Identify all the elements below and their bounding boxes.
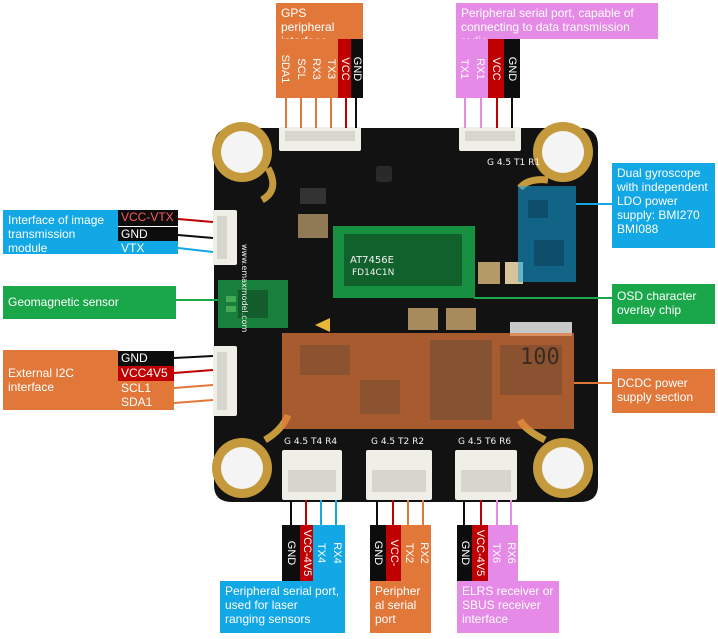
serial-pin-gnd: GND — [370, 525, 386, 581]
serial-pin-vcc: VCC- — [386, 525, 401, 581]
elrs-pin-rx6: RX6 — [503, 525, 518, 581]
elrs-pin-tx6: TX6 — [488, 525, 503, 581]
gps-pin-rx3: RX3 — [308, 39, 323, 98]
laser-pin-gnd: GND — [282, 525, 300, 581]
mount-hole-bottom-left — [212, 438, 272, 498]
radio-pin-rx1: RX1 — [472, 39, 488, 98]
serial-pin-tx2: TX2 — [401, 525, 416, 581]
gps-pin-vcc: VCC — [338, 39, 351, 98]
inductor-marking: 100 — [520, 345, 560, 370]
radio-pin-vcc: VCC — [488, 39, 504, 98]
geomagnetic-sensor-callout: Geomagnetic sensor — [3, 286, 176, 319]
osd-chip-callout: OSD character overlay chip — [612, 284, 715, 324]
port-label-radio: G 4.5 T1 R1 — [487, 158, 541, 168]
vtx-connector — [213, 210, 237, 265]
mount-hole-bottom-right — [533, 438, 593, 498]
osd-chip-label: AT7456E — [350, 255, 394, 266]
i2c-pin-sda1: SDA1 — [118, 395, 174, 410]
vtx-pin-vtx: VTX — [118, 241, 178, 255]
i2c-pin-vcc4v5: VCC4V5 — [118, 366, 174, 381]
radio-connector — [459, 127, 521, 151]
port-label-laser: G 4.5 T4 R4 — [284, 437, 338, 447]
osd-chip-code: FD14C1N — [352, 268, 395, 278]
radio-pin-gnd: GND — [504, 39, 520, 98]
component — [300, 188, 326, 204]
gps-pin-sda1: SDA1 — [276, 39, 293, 98]
laser-pin-vcc-4v5: VCC-4V5 — [300, 525, 313, 581]
gps-connector — [279, 127, 361, 151]
radio-port-callout: Peripheral serial port, capable of conne… — [456, 3, 658, 48]
serial-port-connector — [366, 450, 432, 500]
gps-pin-gnd: GND — [351, 39, 363, 98]
elrs-port-connector — [455, 450, 517, 500]
mount-hole-top-left — [212, 122, 272, 182]
vtx-pin-gnd: GND — [118, 227, 178, 241]
laser-ranging-callout: Peripheral serial port, used for laser r… — [220, 581, 345, 633]
i2c-pin-scl1: SCL1 — [118, 381, 174, 395]
gps-interface-callout: GPS peripheral interface — [276, 3, 363, 48]
i2c-pin-gnd: GND — [118, 351, 174, 366]
dual-gyroscope-callout: Dual gyroscope with independent LDO powe… — [612, 163, 715, 248]
gps-pin-scl: SCL — [293, 39, 308, 98]
elrs-pin-gnd: GND — [457, 525, 472, 581]
gps-pin-tx3: TX3 — [323, 39, 338, 98]
elrs-pin-vcc-4v5: VCC-4V5 — [472, 525, 488, 581]
image-transmission-callout: Interface of image transmission module — [3, 210, 118, 255]
port-label-serial: G 4.5 T2 R2 — [371, 437, 425, 447]
vtx-pin-vcc-vtx: VCC-VTX — [118, 210, 178, 226]
serial-pin-rx2: RX2 — [416, 525, 431, 581]
laser-pin-rx4: RX4 — [329, 525, 345, 581]
laser-port-connector — [282, 450, 342, 500]
peripheral-serial-callout: Peripheral serial port — [370, 581, 431, 633]
i2c-connector — [213, 346, 237, 416]
laser-pin-tx4: TX4 — [313, 525, 329, 581]
port-label-elrs: G 4.5 T6 R6 — [458, 437, 512, 447]
external-i2c-callout: External I2C interface — [3, 350, 118, 410]
radio-pin-tx1: TX1 — [456, 39, 472, 98]
mount-hole-top-right — [533, 122, 593, 182]
dcdc-power-callout: DCDC power supply section — [612, 369, 715, 413]
elrs-receiver-callout: ELRS receiver or SBUS receiver interface — [457, 581, 559, 633]
